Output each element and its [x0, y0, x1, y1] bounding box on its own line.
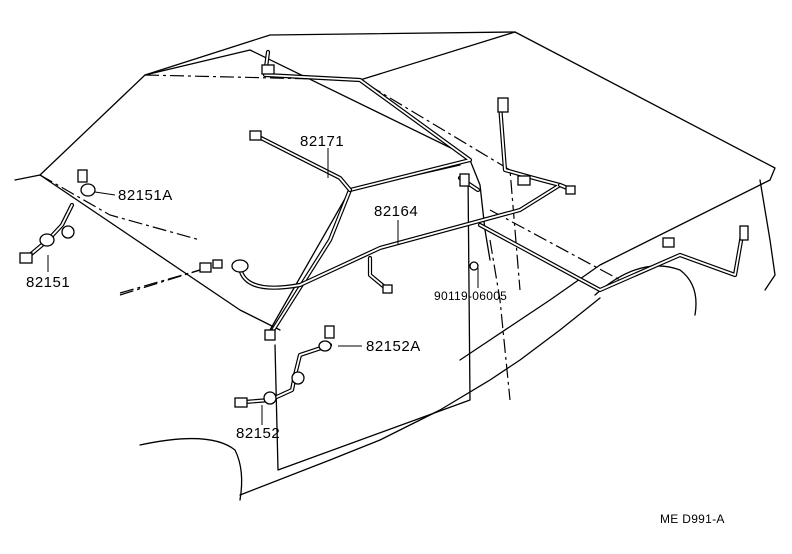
connectors	[19, 64, 749, 408]
part-label-82151: 82151	[26, 274, 71, 291]
figure-code: ME D991-A	[660, 512, 725, 526]
wire-harness-82171	[252, 49, 473, 338]
part-label-82152A: 82152A	[366, 338, 421, 355]
wire-harness-82164	[237, 102, 745, 293]
leader-lines	[47, 148, 479, 425]
part-label-82164: 82164	[374, 203, 419, 220]
part-label-82171: 82171	[300, 133, 345, 150]
vehicle-body-outline	[14, 31, 776, 501]
part-label-90119-06005: 90119-06005	[434, 289, 508, 303]
part-label-82152: 82152	[236, 425, 281, 442]
antenna-lead-dashed	[119, 269, 201, 294]
part-label-82151A: 82151A	[118, 187, 173, 204]
wire-harness-82151	[27, 202, 75, 258]
wire-harness-82152A	[242, 342, 333, 405]
